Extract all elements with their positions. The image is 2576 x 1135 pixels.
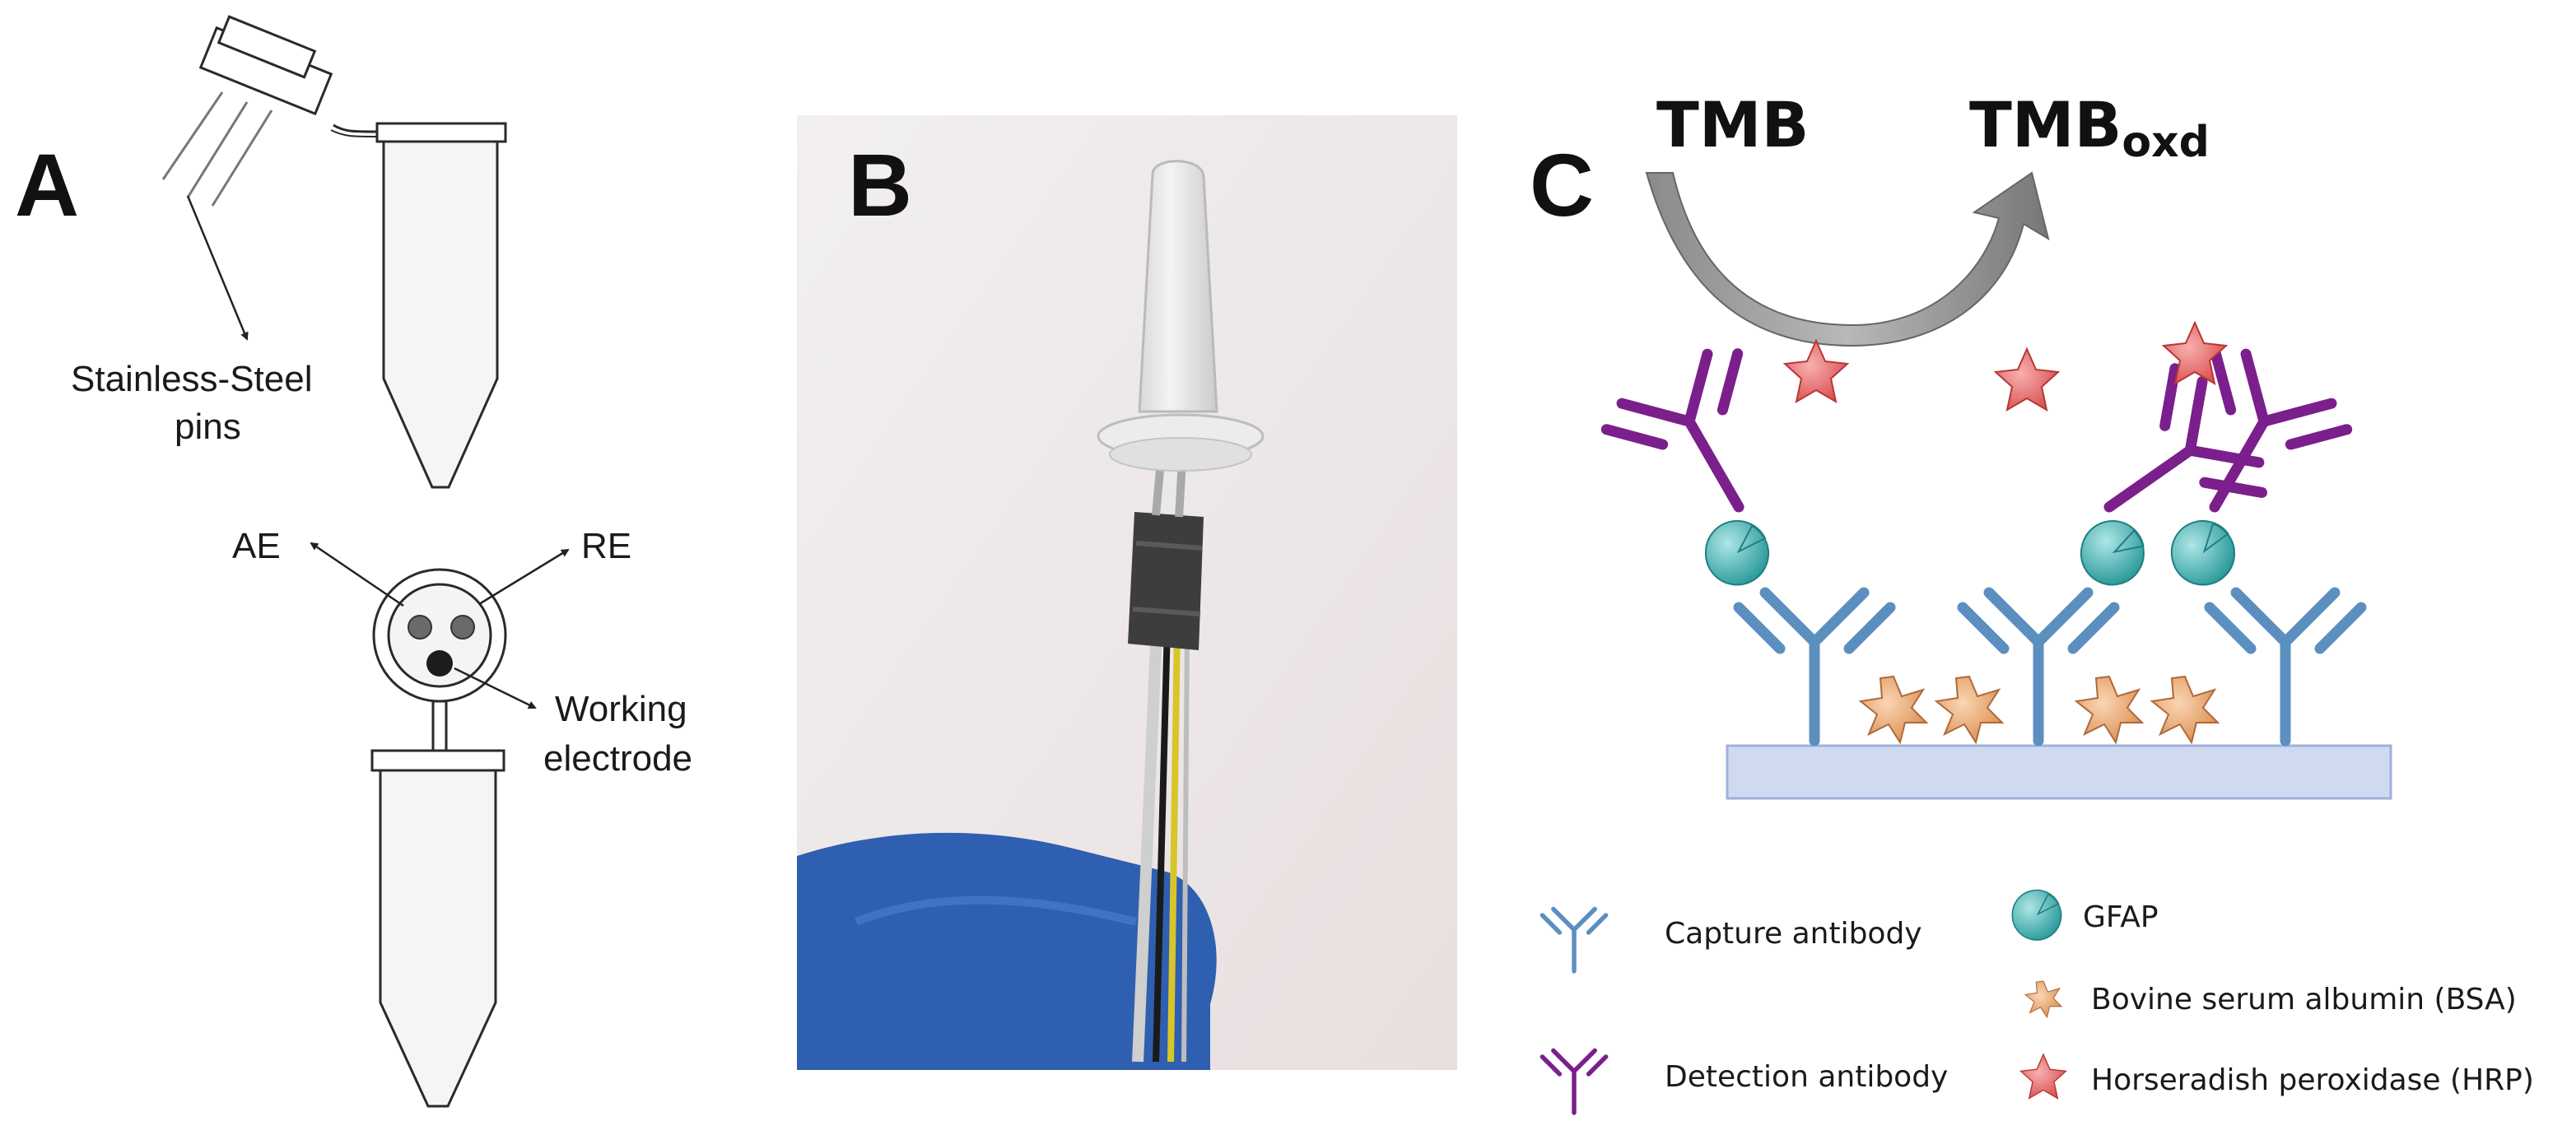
tmb-oxd-sub: oxd xyxy=(2122,118,2210,167)
pins-cap xyxy=(161,15,333,207)
ae-dot xyxy=(408,615,432,640)
gfap-antigens xyxy=(1704,513,2241,593)
tmb-oxd-main: TMB xyxy=(1969,88,2122,161)
legend-gfap: GFAP xyxy=(2011,889,2159,941)
panel-a: A Stainless-Steel pins xyxy=(15,15,692,1108)
ae-arrow xyxy=(310,542,404,607)
panel-b: B xyxy=(797,115,1457,1070)
electrode-surface xyxy=(1726,744,2392,800)
electrode-cap-view xyxy=(372,568,507,752)
tube-bottom xyxy=(370,749,505,1108)
legend: Capture antibody Detection antibody GFAP… xyxy=(1542,889,2534,1113)
re-dot xyxy=(450,615,475,640)
legend-capture-antibody: Capture antibody xyxy=(1542,909,1922,971)
glove xyxy=(797,832,1217,1070)
eppendorf-tube-photo xyxy=(1097,160,1265,472)
legend-detection-label: Detection antibody xyxy=(1665,1060,1948,1094)
panel-b-letter: B xyxy=(848,135,912,235)
we-dot xyxy=(426,650,453,677)
legend-capture-label: Capture antibody xyxy=(1665,917,1922,951)
panel-a-letter: A xyxy=(15,135,79,235)
pins-label-1: Stainless-Steel xyxy=(71,359,312,399)
we-label-2: electrode xyxy=(543,738,692,779)
tmb-oxd-label: TMBoxd xyxy=(1969,88,2210,167)
pins-label-2: pins xyxy=(175,407,241,447)
panel-c: C TMB TMBoxd xyxy=(1530,88,2534,1113)
legend-bsa: Bovine serum albumin (BSA) xyxy=(2024,980,2517,1018)
legend-detection-antibody: Detection antibody xyxy=(1542,1050,1948,1113)
pins-arrow xyxy=(186,195,249,341)
re-arrow xyxy=(478,548,570,606)
tmb-label: TMB xyxy=(1656,88,1809,161)
we-arrow xyxy=(454,667,537,709)
legend-hrp-label: Horseradish peroxidase (HRP) xyxy=(2091,1063,2534,1097)
panel-c-letter: C xyxy=(1530,135,1594,235)
legend-gfap-label: GFAP xyxy=(2083,900,2159,934)
heat-shrink xyxy=(1128,512,1204,650)
legend-hrp: Horseradish peroxidase (HRP) xyxy=(2019,1054,2534,1100)
we-label-1: Working xyxy=(555,689,687,729)
capture-antibodies xyxy=(1739,593,2361,741)
re-label: RE xyxy=(581,526,631,566)
tube-top xyxy=(330,122,507,489)
ae-label: AE xyxy=(232,526,281,566)
electrode-wires xyxy=(1132,625,1190,1063)
conversion-arrow xyxy=(1645,171,2050,347)
legend-bsa-label: Bovine serum albumin (BSA) xyxy=(2091,983,2517,1016)
